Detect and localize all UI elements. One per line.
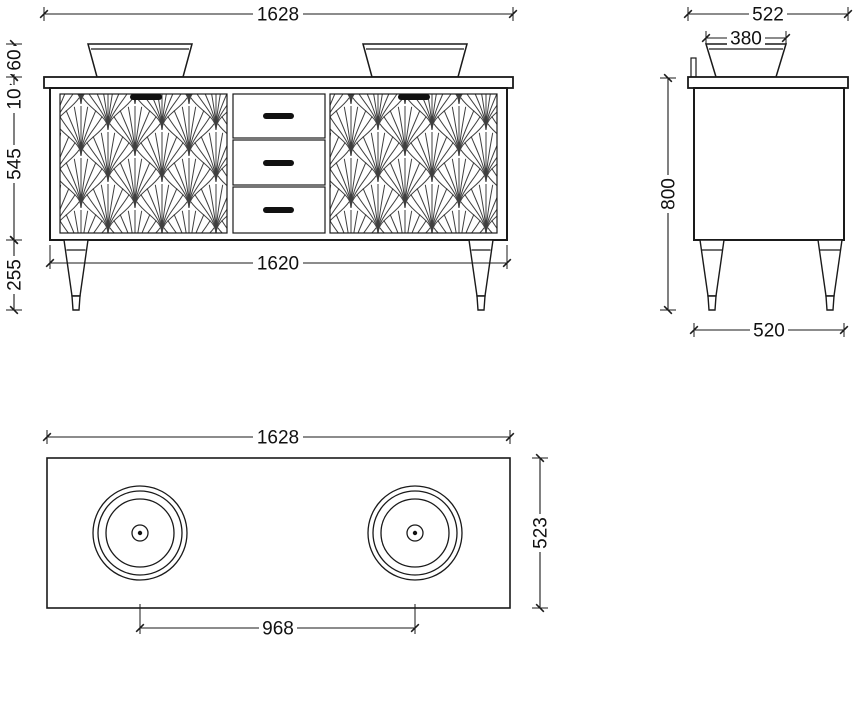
- dim-side-bottom-depth-label: 520: [753, 321, 785, 342]
- dim-front-top-width-label: 1628: [257, 5, 299, 26]
- dim-front-top-thickness-label: 10: [5, 88, 26, 109]
- dim-side-depth-label: 522: [752, 5, 784, 26]
- dim-front-basin-height-label: 60: [5, 49, 26, 70]
- dim-front-left-chain: 60 10 545 255: [4, 39, 26, 315]
- side-upstand: [690, 57, 697, 78]
- side-cabinet-body: [693, 87, 845, 241]
- front-leg-right: [468, 239, 494, 311]
- front-leg-right-foot: [476, 295, 486, 311]
- plan-basin-left-drain: [137, 530, 143, 536]
- front-door-left: [59, 93, 228, 234]
- front-drawer-top-handle: [263, 113, 294, 119]
- side-leg-back: [817, 239, 843, 311]
- side-countertop: [687, 76, 849, 89]
- dim-plan-width: 1628: [42, 427, 515, 449]
- front-door-right-handle: [398, 94, 430, 100]
- dim-front-basin-height: 60: [4, 46, 26, 74]
- dim-front-cabinet-width: 1620: [45, 245, 512, 275]
- front-drawer-bottom-handle: [263, 207, 294, 213]
- dim-plan-depth: 523: [530, 453, 552, 613]
- dim-side-height: 800: [658, 73, 680, 315]
- plan-basin-right: [367, 485, 463, 581]
- dim-front-cabinet-width-label: 1620: [257, 254, 299, 275]
- dim-plan-depth-label: 523: [531, 517, 552, 549]
- plan-basin-right-drain: [412, 530, 418, 536]
- dim-plan-basin-spacing: 968: [135, 604, 420, 640]
- side-dimensions: 522 380 800 520: [658, 4, 853, 342]
- dim-front-top-width: 1628: [39, 4, 518, 26]
- dim-side-basin-depth-label: 380: [730, 29, 762, 50]
- dim-front-top-thickness: 10: [4, 85, 26, 113]
- dim-front-leg-height-label: 255: [5, 259, 26, 291]
- side-leg-front: [699, 239, 725, 311]
- side-view: [687, 43, 849, 311]
- front-dimensions: 1628 60 10 545: [4, 4, 518, 315]
- front-countertop: [43, 76, 514, 89]
- plan-dimensions: 1628 523 968: [42, 427, 552, 640]
- front-door-left-handle: [130, 94, 162, 100]
- dim-front-cabinet-height-label: 545: [5, 148, 26, 180]
- plan-view: [46, 457, 511, 609]
- dim-side-height-label: 800: [659, 178, 680, 210]
- side-leg-front-foot: [707, 295, 717, 311]
- dim-front-cabinet-height: 545: [4, 145, 26, 183]
- front-leg-left: [63, 239, 89, 311]
- dim-plan-basin-spacing-label: 968: [262, 619, 294, 640]
- dim-side-basin-depth: 380: [701, 28, 791, 50]
- dim-front-leg-height: 255: [4, 256, 26, 294]
- side-leg-back-foot: [825, 295, 835, 311]
- front-leg-left-foot: [71, 295, 81, 311]
- dim-plan-width-label: 1628: [257, 428, 299, 449]
- dim-side-bottom-depth: 520: [689, 320, 849, 342]
- front-door-right: [329, 93, 498, 234]
- front-view: [43, 43, 514, 311]
- dim-side-depth: 522: [683, 4, 853, 26]
- plan-basin-left: [92, 485, 188, 581]
- front-drawer-middle-handle: [263, 160, 294, 166]
- front-drawer-middle: [232, 139, 326, 186]
